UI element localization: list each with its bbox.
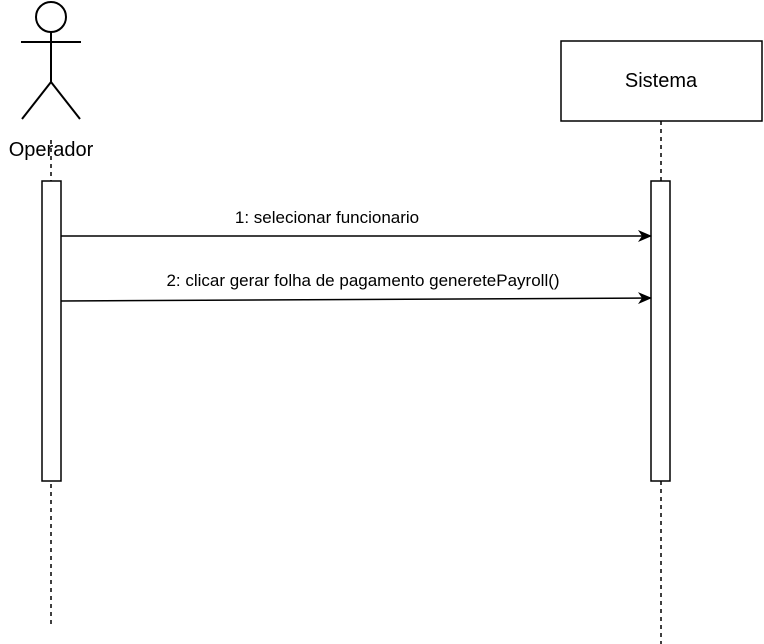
- actor-operador: Operador: [9, 1, 94, 624]
- sistema-activation-bar: [650, 180, 671, 482]
- operador-activation-bar: [41, 180, 62, 482]
- message-1: 1: selecionar funcionario: [61, 208, 652, 242]
- sistema-label: Sistema: [625, 70, 698, 92]
- sistema-box: [560, 40, 763, 122]
- message-2: 2: clicar gerar folha de pagamento gener…: [60, 271, 652, 305]
- message-2-arrow: [60, 292, 652, 305]
- actor-stick-figure-icon: [21, 1, 81, 120]
- message-2-label: 2: clicar gerar folha de pagamento gener…: [166, 271, 559, 290]
- participant-sistema: Sistema: [560, 40, 763, 644]
- message-1-label: 1: selecionar funcionario: [235, 208, 419, 227]
- actor-label: Operador: [9, 139, 94, 161]
